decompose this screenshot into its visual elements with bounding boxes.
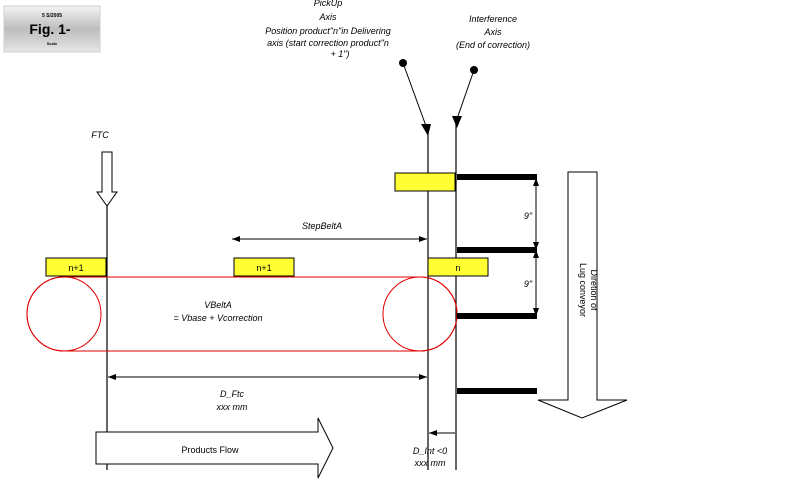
interference-label-line: Axis	[483, 27, 502, 37]
lug-direction-arrow: Diretion of Lug conveyor	[537, 171, 628, 419]
ftc-arrow	[96, 151, 118, 207]
lug-direction-label: Lug conveyor	[578, 263, 588, 317]
product-box: n+1	[233, 257, 295, 277]
pickup-pointer	[399, 59, 431, 136]
lug-pitch-dimension	[533, 178, 539, 316]
d-int-dimension	[429, 430, 455, 436]
figure-number: Fig. 1-	[29, 21, 71, 37]
product-label: n+1	[68, 263, 83, 273]
interference-pointer	[452, 66, 478, 128]
pickup-label-line: PickUp	[314, 0, 343, 8]
interference-label-line: Interference	[469, 14, 517, 24]
ftc-label: FTC	[91, 130, 109, 140]
lug	[457, 313, 537, 319]
pickup-label-line: Position product"n"in Delivering	[265, 26, 390, 36]
belt-speed-formula: = Vbase + Vcorrection	[173, 313, 262, 323]
pickup-label-line: + 1")	[331, 49, 350, 59]
badge-small-top: 5 S/2005	[42, 13, 62, 19]
step-belt-dimension	[232, 236, 427, 242]
product-box: n+1	[45, 257, 107, 277]
lug	[457, 174, 537, 180]
products-flow-arrow: Products Flow	[95, 417, 334, 479]
products-flow-label: Products Flow	[181, 445, 239, 455]
interference-axis-label: Interference Axis (End of correction)	[456, 14, 530, 50]
d-int-label: D_Int <0	[413, 446, 447, 456]
product-label: n	[455, 263, 460, 273]
lug-direction-label: Diretion of	[589, 269, 599, 311]
step-belt-label: StepBeltA	[302, 221, 342, 231]
product-box	[394, 172, 456, 192]
d-ftc-dimension	[108, 374, 427, 380]
d-ftc-value: xxx mm	[216, 402, 248, 412]
d-ftc-label: D_Ftc	[220, 389, 245, 399]
pickup-axis-label: PickUp Axis Position product"n"in Delive…	[265, 0, 390, 59]
d-int-value: xxx mm	[414, 458, 446, 468]
lug	[457, 247, 537, 253]
badge-small-bottom: Scale	[47, 41, 58, 46]
belt-speed-label: VBeltA	[204, 300, 232, 310]
figure-badge: 5 S/2005 Fig. 1- Scale	[3, 5, 101, 53]
lug	[457, 388, 537, 394]
belt-pulley-left	[26, 276, 102, 352]
interference-label-line: (End of correction)	[456, 40, 530, 50]
belt-pulley-right	[382, 276, 458, 352]
lug-pitch-label: 9"	[524, 279, 533, 289]
product-label: n+1	[256, 263, 271, 273]
pickup-label-line: Axis	[318, 12, 337, 22]
product-box: n	[427, 257, 489, 277]
lug-pitch-label: 9"	[524, 211, 533, 221]
pickup-label-line: axis (start correction product"n	[267, 38, 389, 48]
